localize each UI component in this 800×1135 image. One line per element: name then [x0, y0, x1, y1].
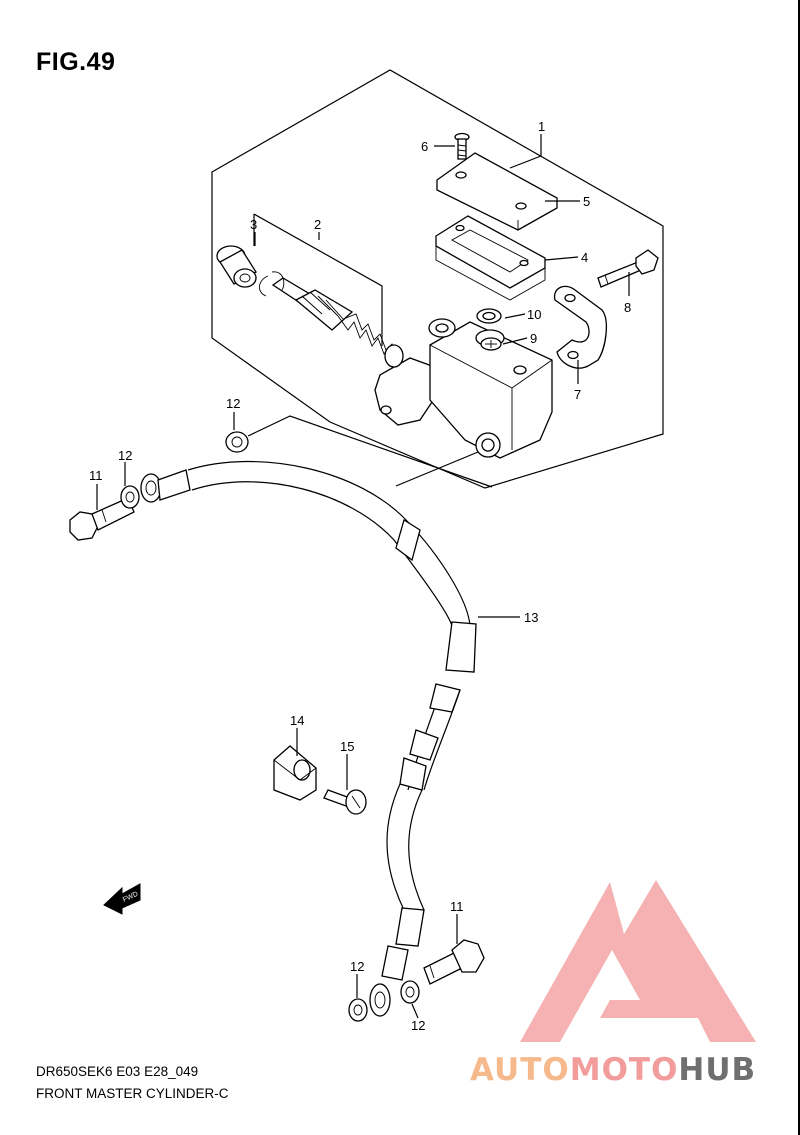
cover-screw	[454, 132, 470, 160]
figure-name: FRONT MASTER CYLINDER-C	[36, 1086, 229, 1101]
callout-8: 8	[624, 300, 631, 315]
reservoir-cover	[436, 152, 558, 231]
page-border	[798, 0, 800, 1135]
dust-boot	[216, 245, 257, 288]
callout-9: 9	[530, 331, 537, 346]
callout-11-lower: 11	[450, 899, 464, 914]
clamp-bolt	[597, 249, 659, 288]
clamp-screw	[323, 789, 367, 815]
leader-washer	[247, 415, 493, 488]
callout-11-upper: 11	[89, 468, 103, 483]
watermark-part-c: HUB	[678, 1052, 757, 1088]
handlebar-clamp	[553, 285, 608, 369]
piston-assembly	[271, 277, 404, 368]
callout-12-bolt: 12	[118, 448, 132, 463]
master-cylinder-body	[374, 318, 553, 459]
callout-12-lower-left: 12	[350, 959, 364, 974]
hose-clamp	[273, 745, 317, 801]
callout-1: 1	[538, 119, 545, 134]
diaphragm	[435, 215, 546, 301]
figure-title: FIG.49	[36, 48, 116, 76]
callout-4: 4	[581, 250, 588, 265]
fwd-arrow-icon: FWD	[103, 883, 141, 915]
circlip	[259, 271, 285, 297]
callout-12-washer: 12	[226, 396, 240, 411]
triangle-logo-icon	[520, 880, 756, 1042]
union-bolt-lower	[423, 939, 485, 985]
assembly-outline	[211, 69, 664, 489]
watermark-text: AUTOMOTOHUB	[470, 1052, 756, 1088]
leader-lines	[96, 134, 630, 1019]
sealing-washer-lower-right	[400, 980, 420, 1004]
callout-10: 10	[527, 307, 541, 322]
callout-14: 14	[290, 713, 304, 728]
callout-13: 13	[524, 610, 538, 625]
callout-6: 6	[421, 139, 428, 154]
callout-5: 5	[583, 194, 590, 209]
screw-9	[480, 337, 502, 351]
brake-hose	[140, 460, 477, 1017]
watermark-part-a: AUTO	[470, 1052, 570, 1088]
callout-3: 3	[250, 217, 257, 232]
callout-7: 7	[574, 387, 581, 402]
callout-15: 15	[340, 739, 354, 754]
callout-2: 2	[314, 217, 321, 232]
sealing-washer-upper	[225, 431, 249, 453]
figure-code: DR650SEK6 E03 E28_049	[36, 1064, 199, 1079]
sealing-washer-hose-top	[120, 485, 140, 509]
callout-12-lower-right: 12	[411, 1018, 425, 1033]
sealing-washer-lower-left	[348, 998, 368, 1022]
watermark-part-b: MOTO	[569, 1052, 679, 1088]
union-bolt-upper	[69, 497, 135, 541]
